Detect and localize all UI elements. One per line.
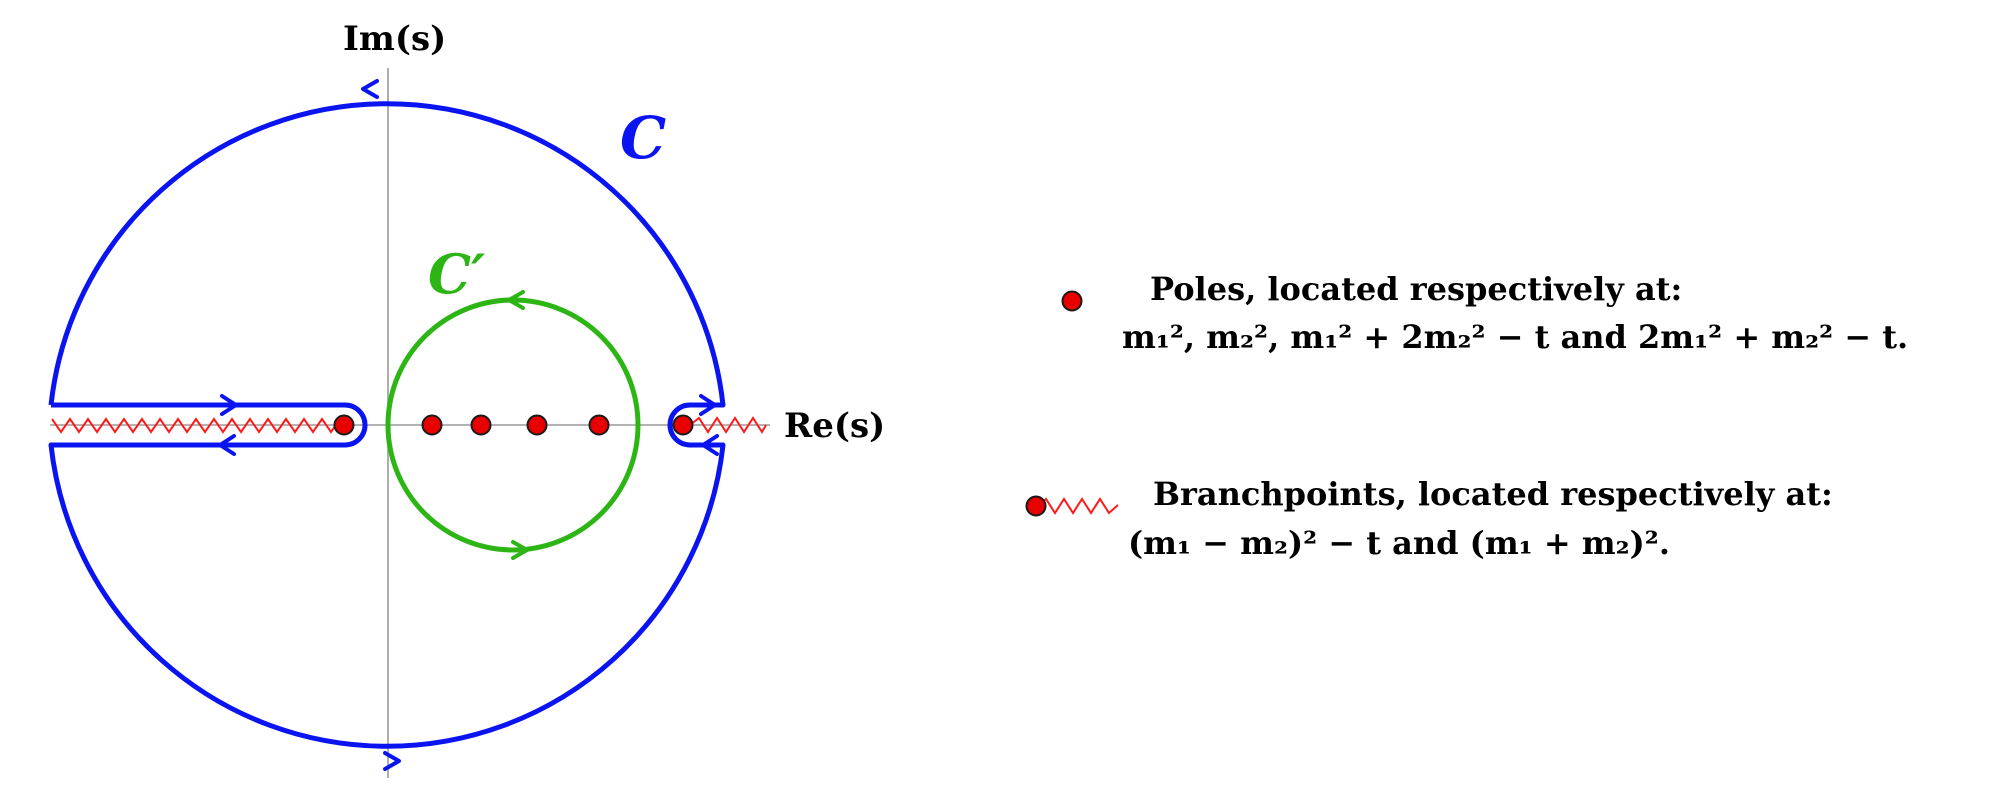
pole-dot: [672, 414, 694, 436]
arrow-icon: [511, 540, 529, 560]
pole-dot: [470, 414, 492, 436]
contour-c-label: C: [620, 104, 666, 172]
arrow-icon: [701, 434, 719, 456]
contour-c-path: [48, 101, 726, 749]
legend-branchpoints-formula: (m₁ − m₂)² − t and (m₁ + m₂)².: [1128, 524, 1670, 562]
legend-branchpoints-title: Branchpoints, located respectively at:: [1153, 475, 1833, 513]
arrow-icon: [220, 394, 238, 416]
branch-cut-right: [689, 416, 767, 434]
branch-cut-left: [51, 417, 341, 434]
real-axis-label: Re(s): [784, 406, 885, 446]
arrow-icon: [361, 79, 379, 99]
arrow-icon: [507, 290, 525, 310]
pole-dot: [588, 414, 610, 436]
legend-poles-formula: m₁², m₂², m₁² + 2m₂² − t and 2m₁² + m₂² …: [1122, 318, 1908, 356]
arrow-icon: [699, 394, 717, 416]
contour-c-prime-label: C′: [428, 242, 485, 306]
pole-dot: [421, 414, 443, 436]
pole-dot: [333, 414, 355, 436]
legend-cut-marker: [1037, 497, 1119, 515]
legend-pole-marker: [1061, 290, 1083, 312]
arrow-icon: [218, 434, 236, 456]
arrow-icon: [383, 751, 401, 771]
pole-dot: [526, 414, 548, 436]
legend-branchpoint-marker: [1025, 495, 1047, 517]
legend-poles-title: Poles, located respectively at:: [1150, 270, 1682, 308]
imaginary-axis-label: Im(s): [343, 19, 446, 59]
